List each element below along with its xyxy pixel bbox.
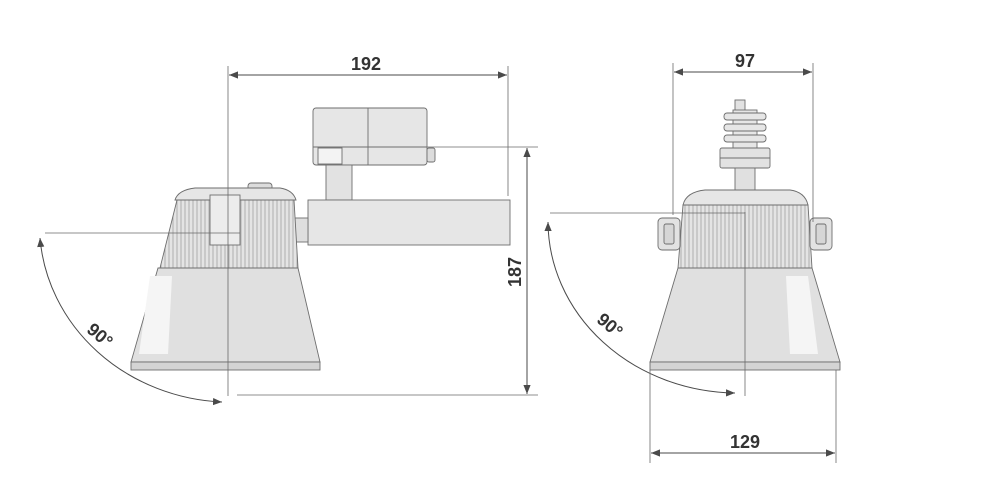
- adapter-stem: [325, 164, 353, 201]
- tilt-label: 90°: [83, 319, 117, 352]
- tilt-arc: [37, 237, 223, 406]
- tilt-arc-front: [544, 221, 736, 397]
- height-label: 187: [505, 257, 525, 287]
- lamp-head: [130, 182, 321, 371]
- lamp-base-ring: [130, 361, 321, 371]
- front-view: 97 90° 129: [544, 51, 841, 463]
- track-plug: [719, 99, 771, 191]
- bottom-width-label: 129: [730, 432, 760, 452]
- side-view: 192 187 90°: [37, 54, 538, 406]
- width-label: 192: [351, 54, 381, 74]
- track-adapter: [312, 107, 436, 166]
- knuckle: [209, 194, 241, 246]
- arm-housing: [307, 199, 511, 246]
- top-width-label: 97: [735, 51, 755, 71]
